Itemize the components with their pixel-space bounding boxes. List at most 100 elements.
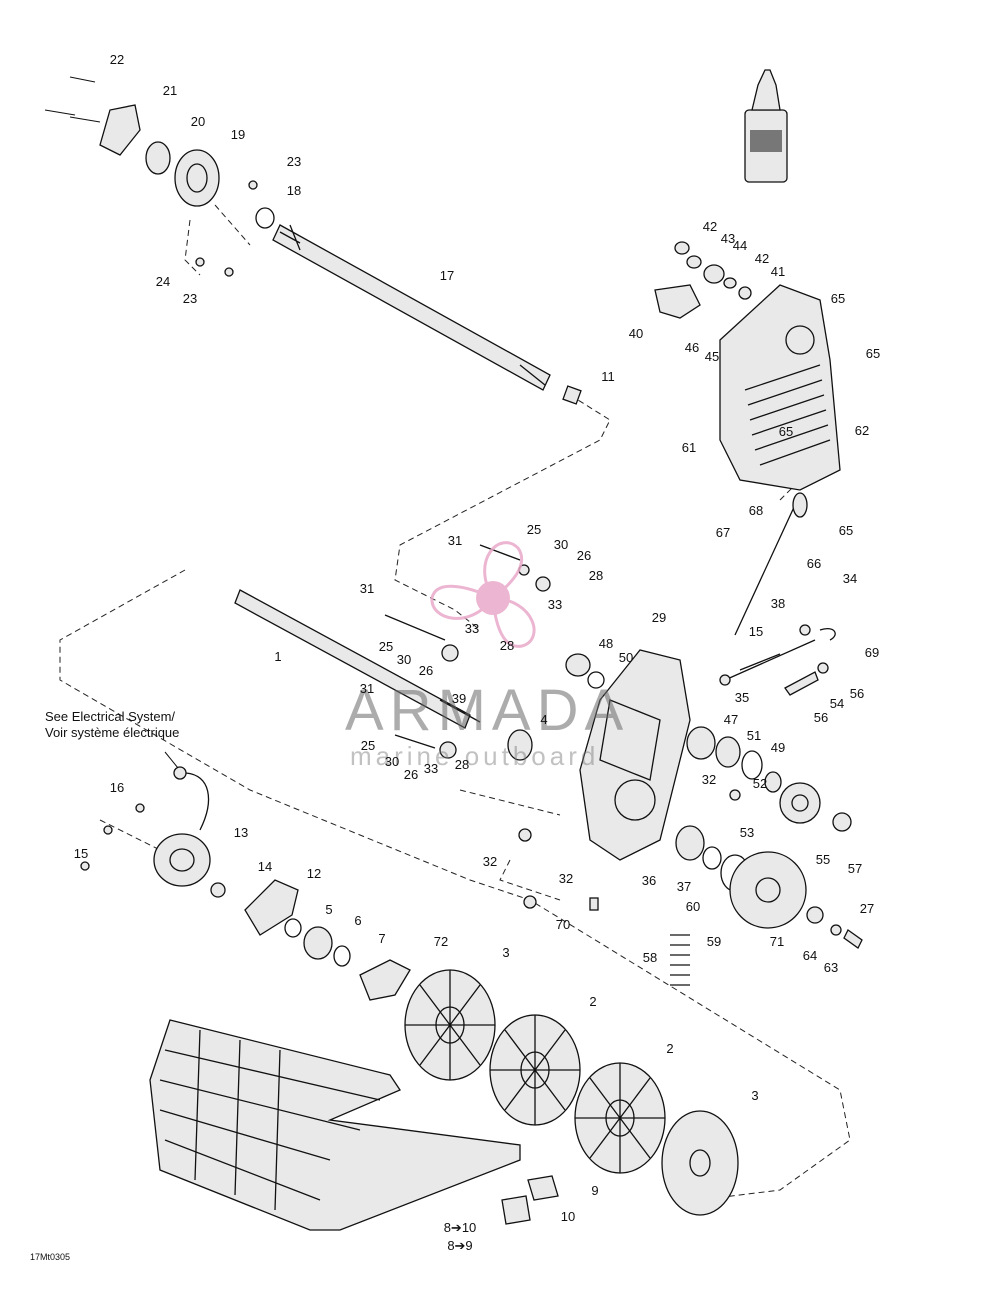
part-callout-54: 54 — [830, 696, 844, 711]
part-callout-21: 21 — [163, 83, 177, 98]
electrical-system-reference: See Electrical System/ — [45, 709, 175, 724]
part-callout-65: 65 — [839, 523, 853, 538]
part-callout-44: 44 — [733, 238, 747, 253]
part-callout-7: 7 — [378, 931, 385, 946]
part-callout-36: 36 — [642, 873, 656, 888]
part-callout-52: 52 — [753, 776, 767, 791]
part-callout-34: 34 — [843, 571, 857, 586]
part-callout-28: 28 — [589, 568, 603, 583]
part-callout-69: 69 — [865, 645, 879, 660]
part-callout-31: 31 — [448, 533, 462, 548]
part-callout-11: 11 — [601, 369, 615, 384]
part-callout-33: 33 — [548, 597, 562, 612]
part-callout-57: 57 — [848, 861, 862, 876]
part-callout-63: 63 — [824, 960, 838, 975]
watermark-subtitle: marine outboard — [350, 741, 599, 771]
part-callout-47: 47 — [724, 712, 738, 727]
tensioner-and-gears — [670, 492, 863, 986]
part-callout-64: 64 — [803, 948, 817, 963]
part-callout-9: 9 — [591, 1183, 598, 1198]
part-callout-13: 13 — [234, 825, 248, 840]
part-callout-35: 35 — [735, 690, 749, 705]
part-callout-42: 42 — [703, 219, 717, 234]
part-callout-31: 31 — [360, 581, 374, 596]
part-callout-29: 29 — [652, 610, 666, 625]
part-callout-30: 30 — [554, 537, 568, 552]
assembly-guide-lines — [59, 204, 851, 1201]
part-callout-38: 38 — [771, 596, 785, 611]
part-callout-22: 22 — [110, 52, 124, 67]
part-callout-6: 6 — [354, 913, 361, 928]
part-callout-65: 65 — [779, 424, 793, 439]
electrical-system-reference-fr: Voir système électrique — [45, 725, 179, 740]
part-callout-65: 65 — [866, 346, 880, 361]
part-callout-25: 25 — [361, 738, 375, 753]
part-callout-53: 53 — [740, 825, 754, 840]
image-code: 17Mt0305 — [30, 1252, 70, 1262]
part-callout-55: 55 — [816, 852, 830, 867]
part-callout-1: 1 — [274, 649, 281, 664]
part-callout-17: 17 — [440, 268, 454, 283]
part-callout-56: 56 — [814, 710, 828, 725]
part-callout-70: 70 — [556, 917, 570, 932]
part-callout-27: 27 — [860, 901, 874, 916]
part-callout-50: 50 — [619, 650, 633, 665]
watermark-brand: ARMADA — [345, 678, 629, 743]
part-callout-25: 25 — [527, 522, 541, 537]
part-callout-5: 5 — [325, 902, 332, 917]
part-callout-2: 2 — [589, 994, 596, 1009]
upper-shaft-assembly — [44, 76, 582, 405]
part-callout-43: 43 — [721, 231, 735, 246]
part-callout-20: 20 — [191, 114, 205, 129]
part-callout-4: 4 — [540, 712, 547, 727]
slider-clips — [501, 1175, 559, 1225]
part-callout-65: 65 — [831, 291, 845, 306]
part-callout-31: 31 — [360, 681, 374, 696]
part-callout-8➔10: 8➔10 — [444, 1220, 477, 1235]
part-callout-23: 23 — [183, 291, 197, 306]
part-callout-30: 30 — [397, 652, 411, 667]
part-callout-28: 28 — [500, 638, 514, 653]
track-belt — [149, 1019, 521, 1231]
part-callout-10: 10 — [561, 1209, 575, 1224]
part-callout-48: 48 — [599, 636, 613, 651]
part-callout-8➔9: 8➔9 — [447, 1238, 472, 1253]
part-callout-67: 67 — [716, 525, 730, 540]
part-callout-62: 62 — [855, 423, 869, 438]
part-callout-60: 60 — [686, 899, 700, 914]
part-callout-33: 33 — [465, 621, 479, 636]
part-callout-26: 26 — [419, 663, 433, 678]
part-callout-28: 28 — [455, 757, 469, 772]
part-callout-32: 32 — [483, 854, 497, 869]
part-callout-26: 26 — [577, 548, 591, 563]
part-callout-49: 49 — [771, 740, 785, 755]
part-callout-26: 26 — [404, 767, 418, 782]
part-callout-68: 68 — [749, 503, 763, 518]
part-callout-72: 72 — [434, 934, 448, 949]
part-callout-25: 25 — [379, 639, 393, 654]
part-callout-41: 41 — [771, 264, 785, 279]
part-callout-40: 40 — [629, 326, 643, 341]
part-callout-2: 2 — [666, 1041, 673, 1056]
part-callout-51: 51 — [747, 728, 761, 743]
left-side-components — [80, 766, 411, 1001]
part-callout-46: 46 — [685, 340, 699, 355]
part-callout-59: 59 — [707, 934, 721, 949]
drive-sprockets — [404, 969, 739, 1216]
part-callout-39: 39 — [452, 691, 466, 706]
part-callout-71: 71 — [770, 934, 784, 949]
part-callout-37: 37 — [677, 879, 691, 894]
watermark: ARMADA marine outboard — [345, 541, 629, 771]
part-callout-30: 30 — [385, 754, 399, 769]
part-callout-23: 23 — [287, 154, 301, 169]
part-callout-24: 24 — [156, 274, 170, 289]
chaincase-cover — [654, 241, 841, 491]
part-callout-16: 16 — [110, 780, 124, 795]
part-callout-19: 19 — [231, 127, 245, 142]
part-callout-32: 32 — [559, 871, 573, 886]
part-callout-45: 45 — [705, 349, 719, 364]
oil-bottle — [744, 69, 788, 183]
part-callout-3: 3 — [751, 1088, 758, 1103]
